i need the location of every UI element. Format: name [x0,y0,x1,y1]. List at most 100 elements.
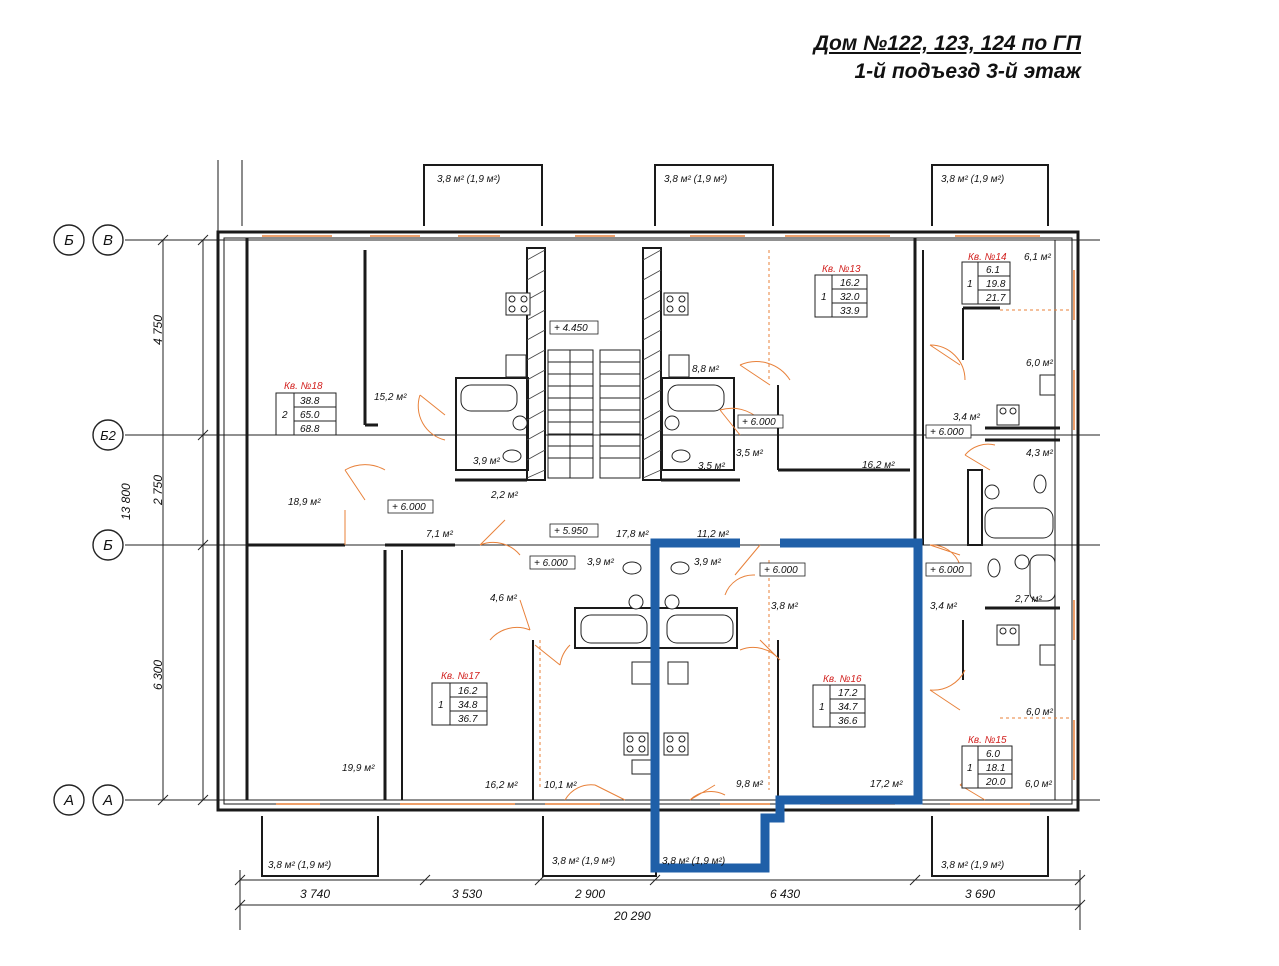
apartment-table [961,261,1011,305]
axis-bubble [53,784,85,816]
level-mark: + 5.950 [554,526,588,537]
stove-icon [623,732,649,756]
level-mark: + 6.000 [930,427,964,438]
room-area: 15,2 м² [374,392,407,403]
door-swings [344,344,996,801]
dim-vertical-1: 4 750 [151,315,165,345]
apartment-block-18: Кв. №18 2 38.8 65.0 68.8 [275,381,337,436]
balcony-area-label: 3,8 м² (1,9 м²) [941,174,1004,185]
level-marks: + 4.450 + 6.000 + 6.000 + 6.000 + 5.950 … [387,320,972,577]
apartment-block-13: Кв. №13 1 16.2 32.0 33.9 [814,264,868,318]
apartment-label: Кв. №15 [968,735,1007,746]
balcony-area-label: 3,8 м² (1,9 м²) [268,860,331,871]
room-area: 18,9 м² [288,497,321,508]
washer-icon [667,661,689,685]
washer-icon [1039,644,1056,666]
bathtub-icon [984,507,1054,539]
sink-icon [1014,554,1030,570]
axis-label: А [102,792,113,809]
apartment-table [431,682,488,726]
stair-flights [547,349,641,479]
bathtub-icon [666,614,734,644]
axis-label: А [63,792,74,809]
room-area: 4,3 м² [1026,448,1054,459]
stove-icon [996,404,1020,426]
room-area: 4,6 м² [490,593,518,604]
balcony-area-label: 3,8 м² (1,9 м²) [941,860,1004,871]
apartment-table [961,745,1013,789]
apartment-rooms: 1 [819,702,825,713]
room-area: 6,0 м² [1026,358,1054,369]
balconies-top [217,160,1049,232]
sink-icon [628,594,644,610]
apartment-living-area: 16.2 [458,686,478,697]
axis-label: Б [64,232,74,249]
sink-icon [512,415,528,431]
apartment-area-with-balcony: 68.8 [300,424,320,435]
apartment-label: Кв. №16 [823,674,862,685]
room-area: 3,9 м² [587,557,615,568]
apartment-total-area: 34.8 [458,700,478,711]
room-area: 6,0 м² [1025,779,1053,790]
apartment-living-area: 38.8 [300,396,320,407]
apartment-table [275,392,337,436]
walls [216,230,1080,812]
axis-bubble [53,224,85,256]
apartment-total-area: 32.0 [840,292,860,303]
apartment-area-with-balcony: 33.9 [840,306,860,317]
dim-horizontal-3: 2 900 [574,887,605,901]
room-area: 3,5 м² [736,448,764,459]
room-area: 3,8 м² [771,601,799,612]
vertical-dimensions [157,234,209,806]
room-area: 6,1 м² [1024,252,1052,263]
apartment-label: Кв. №14 [968,252,1007,263]
axis-label: Б [103,537,113,554]
dim-vertical-3: 6 300 [151,660,165,690]
apartment-table [814,274,868,318]
stoves [505,292,1020,756]
apartment-rooms: 2 [281,410,288,421]
room-area: 6,0 м² [1026,707,1054,718]
sink-icon [664,415,680,431]
apartment-rooms: 1 [967,279,973,290]
bathtub-icon [460,384,518,412]
balcony-area-label: 3,8 м² (1,9 м²) [662,856,725,867]
axis-bubble [92,784,124,816]
apartment-living-area: 6.1 [986,265,1000,276]
bathtubs [460,384,1056,644]
bathtub-icon [667,384,725,412]
apartment-boundaries [539,250,1070,790]
washer-icon [668,354,690,378]
apartment-area-with-balcony: 36.7 [458,714,478,725]
balcony-area-label: 3,8 м² (1,9 м²) [664,174,727,185]
dim-horizontal-2: 3 530 [452,887,482,901]
room-area: 10,1 м² [544,780,577,791]
axis-bubble [92,419,124,451]
apartment-living-area: 16.2 [840,278,860,289]
room-area-labels: 15,2 м² 18,9 м² 7,1 м² 2,2 м² 3,9 м² 8,8… [288,252,1054,791]
axis-label: Б2 [100,428,116,443]
room-area: 8,8 м² [692,364,720,375]
apartment-table [812,684,866,728]
floor-subtitle: 1-й подъезд 3-й этаж [854,60,1082,83]
apartment-rooms: 1 [821,292,827,303]
sink-icon [664,594,680,610]
level-mark: + 4.450 [554,323,588,334]
bathtub-icon [580,614,648,644]
sink-icon [984,484,1000,500]
room-area: 17,2 м² [870,779,903,790]
dim-horizontal-1: 3 740 [300,887,330,901]
apartment-block-15: Кв. №15 1 6.0 18.1 20.0 [961,735,1013,789]
apartment-total-area: 19.8 [986,279,1006,290]
stair-hatch [526,249,662,479]
axis-label: В [103,232,113,249]
room-area: 3,5 м² [698,461,726,472]
bathtub-icon [1029,554,1056,602]
room-area: 16,2 м² [485,780,518,791]
apartment-rooms: 1 [438,700,444,711]
dim-horizontal-total: 20 290 [613,909,651,923]
level-mark: + 6.000 [930,565,964,576]
toilet-icon [670,561,690,575]
selected-apartment-outline [650,538,923,873]
